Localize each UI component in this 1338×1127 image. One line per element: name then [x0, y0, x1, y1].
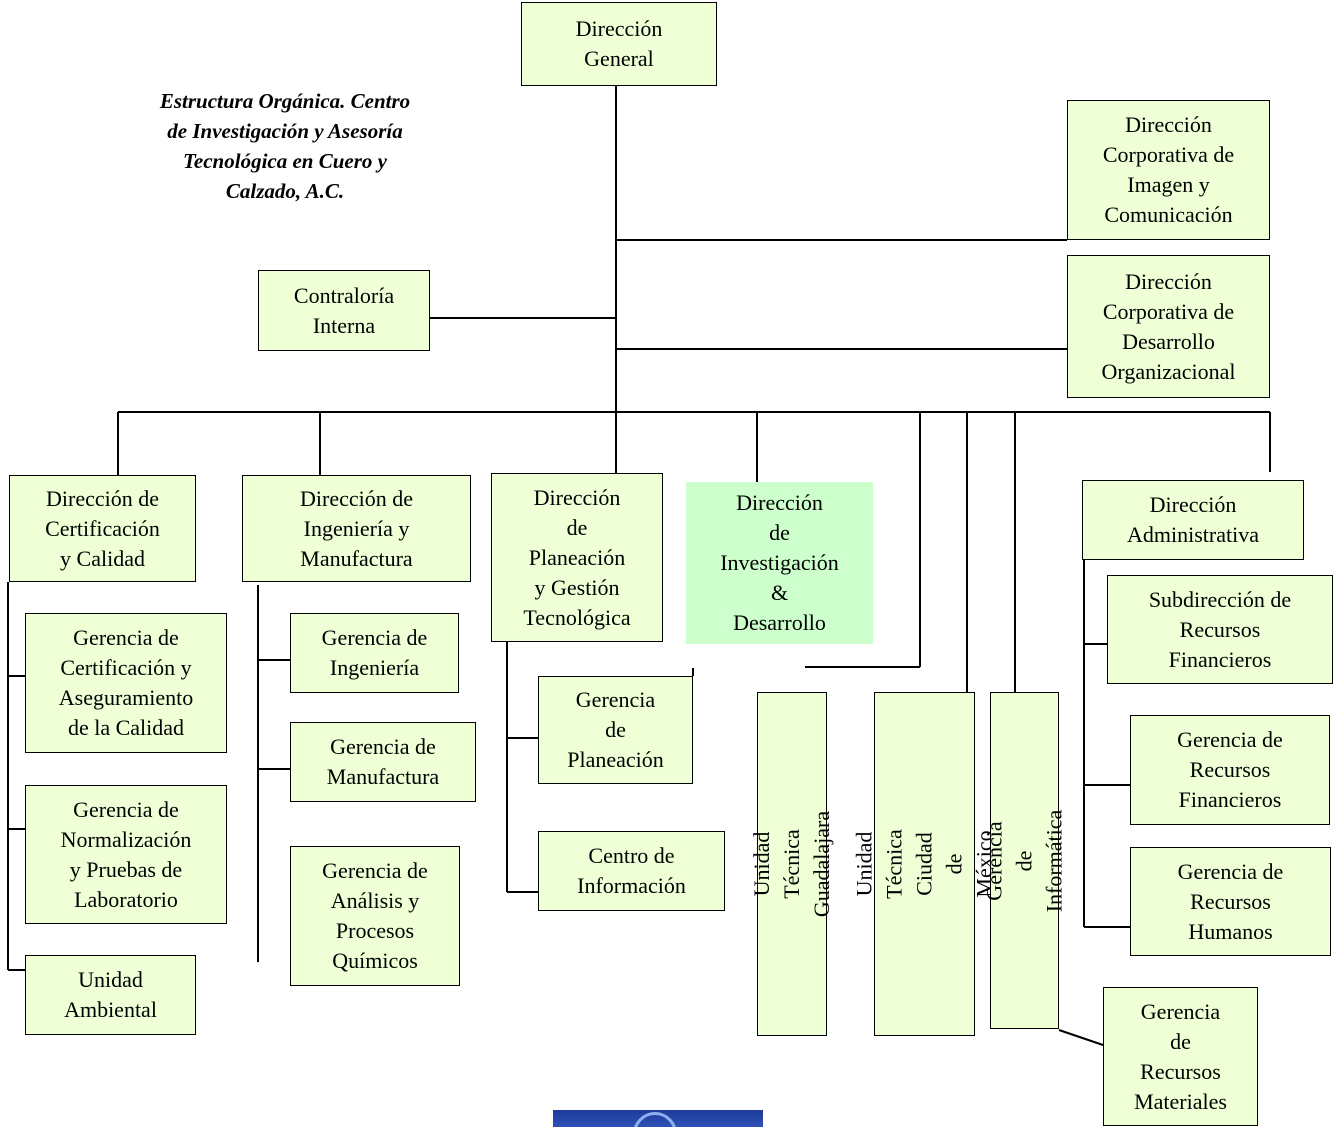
- box-dir-certificacion: Dirección de Certificación y Calidad: [9, 475, 196, 582]
- box-ger-informatica: Gerencia de Informática: [982, 692, 1067, 1029]
- box-unidad-ambiental: Unidad Ambiental: [25, 955, 196, 1035]
- box-dir-investigacion: Dirección de Investigación & Desarrollo: [686, 482, 873, 644]
- logo-image: [553, 1110, 763, 1127]
- label-unidad-cdmx: Unidad Técnica Ciudad de México: [851, 829, 997, 899]
- box-ger-ingenieria: Gerencia de Ingeniería: [290, 613, 459, 693]
- box-dir-ingenieria: Dirección de Ingeniería y Manufactura: [242, 475, 471, 582]
- box-ger-normalizacion: Gerencia de Normalización y Pruebas de L…: [25, 785, 227, 924]
- box-ger-rec-financieros: Gerencia de Recursos Financieros: [1130, 715, 1330, 825]
- box-ger-analisis: Gerencia de Análisis y Procesos Químicos: [290, 846, 460, 986]
- box-ger-manufactura: Gerencia de Manufactura: [290, 722, 476, 802]
- box-centro-informacion: Centro de Información: [538, 831, 725, 911]
- box-ger-rec-humanos: Gerencia de Recursos Humanos: [1130, 847, 1331, 956]
- box-subdir-rec-financieros: Subdirección de Recursos Financieros: [1107, 575, 1333, 684]
- box-dir-desarrollo-organizacional: Dirección Corporativa de Desarrollo Orga…: [1067, 255, 1270, 398]
- box-ger-certificacion: Gerencia de Certificación y Aseguramient…: [25, 613, 227, 753]
- box-ger-rec-materiales: Gerencia de Recursos Materiales: [1103, 987, 1258, 1126]
- box-unidad-guadalajara: Unidad Técnica Guadalajara: [749, 692, 834, 1036]
- box-dir-imagen-comunicacion: Dirección Corporativa de Imagen y Comuni…: [1067, 100, 1270, 240]
- chart-title: Estructura Orgánica. Centro de Investiga…: [159, 89, 411, 203]
- box-direccion-general: Dirección General: [521, 2, 717, 86]
- logo-ring-icon: [633, 1112, 677, 1127]
- box-dir-administrativa: Dirección Administrativa: [1082, 480, 1304, 560]
- box-ger-planeacion: Gerencia de Planeación: [538, 676, 693, 784]
- label-ger-informatica: Gerencia de Informática: [981, 809, 1067, 912]
- box-unidad-cdmx: Unidad Técnica Ciudad de México: [852, 692, 997, 1036]
- label-unidad-guadalajara: Unidad Técnica Guadalajara: [749, 810, 835, 918]
- box-contraloria-interna: Contraloría Interna: [258, 270, 430, 351]
- box-dir-planeacion: Dirección de Planeación y Gestión Tecnol…: [491, 473, 663, 642]
